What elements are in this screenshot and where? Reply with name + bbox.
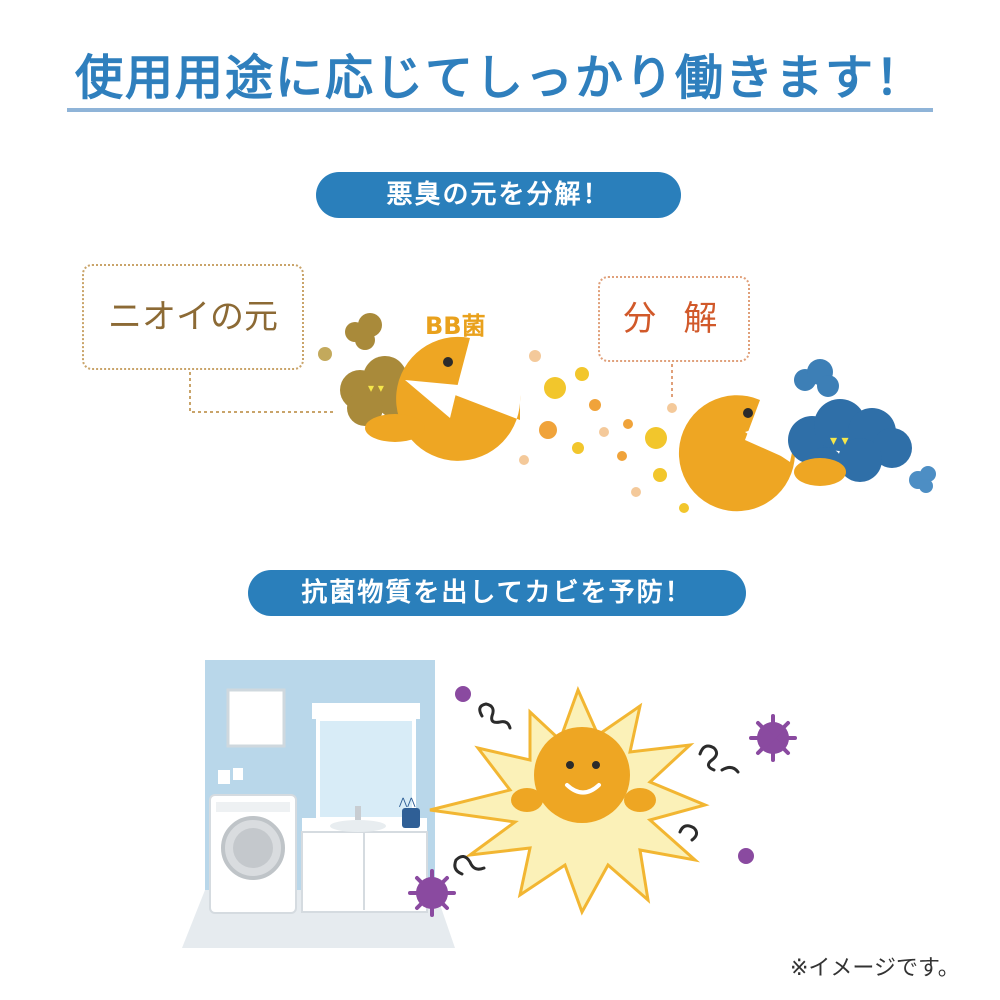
washer-panel (216, 802, 290, 812)
sun-right-hand (624, 788, 656, 812)
odor-source-box: ニオイの元 (82, 264, 304, 370)
wall-outlet (218, 770, 230, 784)
mold-squiggles (453, 702, 740, 876)
title-underline (67, 108, 933, 112)
sun-face (534, 727, 630, 823)
odor-connector-line (189, 366, 335, 413)
bathroom-window (226, 688, 286, 748)
sink-faucet (355, 806, 361, 820)
mold-spore-spikes (408, 714, 797, 917)
product-bottle (402, 808, 420, 828)
decompose-box: 分 解 (598, 276, 750, 362)
sun-left-hand (511, 788, 543, 812)
bacteria-left-arm (365, 414, 425, 442)
sun-right-eye (592, 761, 600, 769)
bacteria-right-eye (743, 408, 753, 418)
bacteria-left-mouth (405, 380, 458, 418)
bacteria-right-mouth (745, 415, 800, 462)
section2-badge: 抗菌物質を出してカビを予防！ (248, 570, 746, 616)
odor-blob-eyes: ▾ ▾ (368, 381, 384, 395)
vanity-mirror (316, 717, 416, 821)
sink-basin (330, 820, 386, 832)
image-footnote: ※イメージです。 (790, 956, 960, 981)
bacteria-character-left (396, 336, 521, 461)
page-title: 使用用途に応じてしっかり働きます！ (74, 50, 925, 106)
vanity-light (312, 703, 420, 719)
dirt-blob-small (794, 359, 839, 397)
bb-bacteria-label: BB菌 (425, 312, 486, 340)
product-sparkle-icon: ⋀⋀ (398, 797, 416, 808)
sun-smile (565, 783, 601, 795)
bacteria-right-arm (794, 458, 846, 486)
bacteria-left-eye (443, 357, 453, 367)
section1-badge: 悪臭の元を分解！ (316, 172, 681, 218)
odor-blob-small (345, 313, 382, 350)
wall-outlet-2 (233, 768, 243, 780)
dirt-blob-eyes: ▾ ▾ (830, 433, 849, 449)
dirt-blob-tiny (909, 466, 936, 493)
washer-glass (233, 828, 273, 868)
bacteria-character-right (678, 395, 795, 512)
odor-dot (318, 347, 332, 361)
particles (519, 350, 689, 513)
sun-left-eye (566, 761, 574, 769)
